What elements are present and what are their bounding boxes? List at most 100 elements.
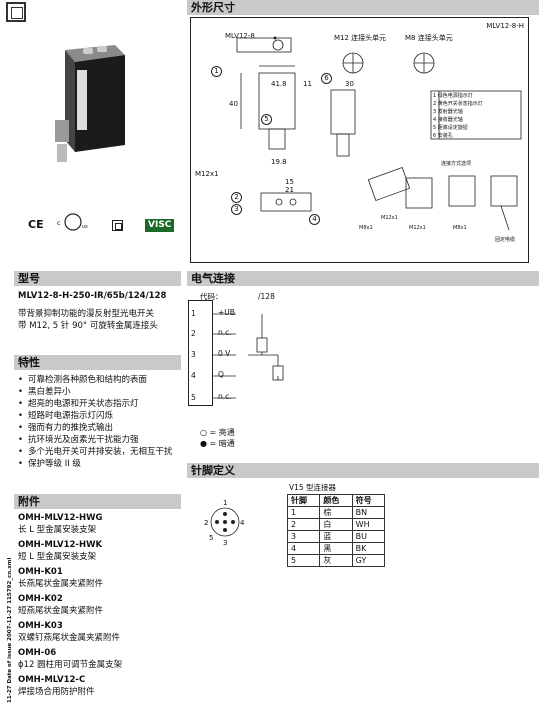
- dim-1: 41.8: [271, 80, 287, 88]
- table-cell: WH: [351, 518, 386, 531]
- connector-pin-diagram: 1 2 3 4 5: [200, 497, 250, 547]
- table-cell: 蓝: [319, 530, 353, 543]
- section-header-features: 特性: [14, 355, 181, 370]
- feature-item: 黑白差异小: [16, 386, 180, 398]
- connector-label: M12x1: [409, 225, 426, 231]
- table-header: 颜色: [319, 494, 353, 507]
- dimension-drawing: MLV12-8-H M12 连接头单元 M8 连接头单元 MLV12-8: [190, 17, 529, 263]
- pin-diagram-number: 4: [240, 519, 245, 527]
- pin-number: 2: [191, 329, 196, 338]
- accessory-code: OMH-MLV12-HWG: [18, 513, 103, 523]
- logo-mark: [6, 2, 26, 22]
- pin-label: n.c.: [218, 392, 232, 401]
- section-header-pinout: 针脚定义: [187, 463, 539, 478]
- legend-row: 4 接收器光轴: [433, 117, 463, 123]
- accessory-desc: 焊接场合用防护附件: [18, 687, 95, 697]
- legend-row: 2 黄色开关状态指示灯: [433, 101, 483, 107]
- connector-label: M8x1: [453, 225, 467, 231]
- drawing-doc-id: MLV12-8-H: [486, 22, 524, 30]
- product-description-1: 带背景抑制功能的漫反射型光电开关: [18, 309, 155, 319]
- accessory-item: OMH-MLV12-HWG 长 L 型金属安装支架: [18, 512, 183, 539]
- drawing-legend: 1 绿色电源指示灯 2 黄色开关状态指示灯 3 发射器光轴 4 接收器光轴 5 …: [433, 92, 483, 140]
- legend-row: 3 发射器光轴: [433, 109, 463, 115]
- accessory-desc: 长 L 型金属安装支架: [18, 525, 97, 535]
- table-row: 5 灰 GY: [286, 554, 386, 567]
- visc-logo: VISC: [145, 219, 175, 232]
- issue-date-text: 11-27 Date of issue 2007-11-27 115792_cn…: [7, 557, 13, 703]
- pin-number: 5: [191, 393, 196, 402]
- pin-number: 4: [191, 371, 196, 380]
- wiring-diagram: 1 +UB 2 n.c. 3 0 V 4 Q 5 n.c.: [188, 300, 288, 410]
- accessory-item: OMH-K03 双螺钉燕尾状金属夹紧附件: [18, 620, 183, 647]
- table-row: 1 棕 BN: [286, 506, 386, 519]
- table-cell: 2: [286, 518, 321, 531]
- accessory-code: OMH-06: [18, 648, 57, 658]
- ul-logo: c us: [57, 212, 88, 232]
- pin-diagram-number: 1: [223, 499, 228, 507]
- callout-1: 1: [211, 66, 222, 77]
- table-cell: 白: [319, 518, 353, 531]
- accessory-item: OMH-K02 短燕尾状金属夹紧附件: [18, 593, 183, 620]
- connector-label: M8x1: [359, 225, 373, 231]
- callout-2: 2: [231, 192, 242, 203]
- mlv-label: MLV12-8: [225, 32, 255, 40]
- dim-5: 40: [229, 100, 238, 108]
- connector-label: M12x1: [381, 215, 398, 221]
- wiring-lines: [213, 313, 284, 399]
- accessory-code: OMH-K02: [18, 594, 63, 604]
- section-header-accessories: 附件: [14, 494, 181, 509]
- callout-4: 4: [309, 214, 320, 225]
- m8-label: M8 连接头单元: [405, 34, 453, 42]
- pin-block: [188, 300, 213, 406]
- table-cell: GY: [351, 554, 386, 567]
- table-cell: 5: [286, 554, 321, 567]
- table-cell: 1: [286, 506, 321, 519]
- feature-item: 多个光电开关可并排安装，无相互干扰: [16, 446, 180, 458]
- table-cell: 4: [286, 542, 321, 555]
- accessory-code: OMH-MLV12-HWK: [18, 540, 103, 550]
- pin-label: n.c.: [218, 328, 232, 337]
- table-header: 符号: [351, 494, 386, 507]
- ul-c-mark: c: [57, 220, 61, 227]
- pin-label: Q: [218, 370, 224, 379]
- accessory-desc: 短燕尾状金属夹紧附件: [18, 606, 104, 616]
- accessory-code: OMH-MLV12-C: [18, 675, 86, 685]
- issue-date-sidebar: 11-27 Date of issue 2007-11-27 115792_cn…: [7, 543, 13, 703]
- legend-row: 6 安装孔: [433, 133, 453, 139]
- pin-diagram-number: 2: [204, 519, 209, 527]
- feature-list: 可靠检测各种颜色和结构的表面 黑白差异小 超亮的电源和开关状态指示灯 短路时电源…: [16, 374, 180, 470]
- legend-row: 1 绿色电源指示灯: [433, 93, 473, 99]
- section-header-dimensions: 外形尺寸: [187, 0, 539, 15]
- table-header: 针脚: [286, 494, 321, 507]
- table-cell: 3: [286, 530, 321, 543]
- pin-diagram-number: 3: [223, 539, 228, 547]
- connector-label: 固定电缆: [495, 237, 516, 243]
- product-description-2: 带 M12, 5 针 90° 可旋转金属连接头: [18, 321, 158, 331]
- code-label: 代码：: [200, 292, 223, 301]
- accessory-list: OMH-MLV12-HWG 长 L 型金属安装支架 OMH-MLV12-HWK …: [18, 512, 183, 701]
- pin-diagram-number: 5: [209, 534, 214, 542]
- callout-5: 5: [261, 114, 272, 125]
- table-cell: BN: [351, 506, 386, 519]
- section-header-electrical: 电气连接: [187, 271, 539, 286]
- table-cell: 灰: [319, 554, 353, 567]
- legend-light-on: ○ = 亮通: [200, 428, 235, 437]
- dim-4: 19.8: [271, 158, 287, 166]
- callout-3: 3: [231, 204, 242, 215]
- feature-item: 短路时电源指示灯闪烁: [16, 410, 180, 422]
- dim-8: M12x1: [195, 170, 219, 178]
- accessory-desc: 长燕尾状金属夹紧附件: [18, 579, 104, 589]
- table-row: 4 黑 BK: [286, 542, 386, 555]
- table-cell: 黑: [319, 542, 353, 555]
- table-row: 2 白 WH: [286, 518, 386, 531]
- accessory-code: OMH-K03: [18, 621, 63, 631]
- model-number: MLV12-8-H-250-IR/65b/124/128: [18, 291, 167, 301]
- dim-3: 30: [345, 80, 354, 88]
- product-photo: [45, 40, 145, 170]
- table-row: 3 蓝 BU: [286, 530, 386, 543]
- pin-number: 1: [191, 309, 196, 318]
- m12-label: M12 连接头单元: [334, 34, 387, 42]
- protection-class-icon: [112, 220, 123, 231]
- accessory-item: OMH-06 ϕ12 圆柱用可调节金属支架: [18, 647, 183, 674]
- feature-item: 强而有力的推挽式输出: [16, 422, 180, 434]
